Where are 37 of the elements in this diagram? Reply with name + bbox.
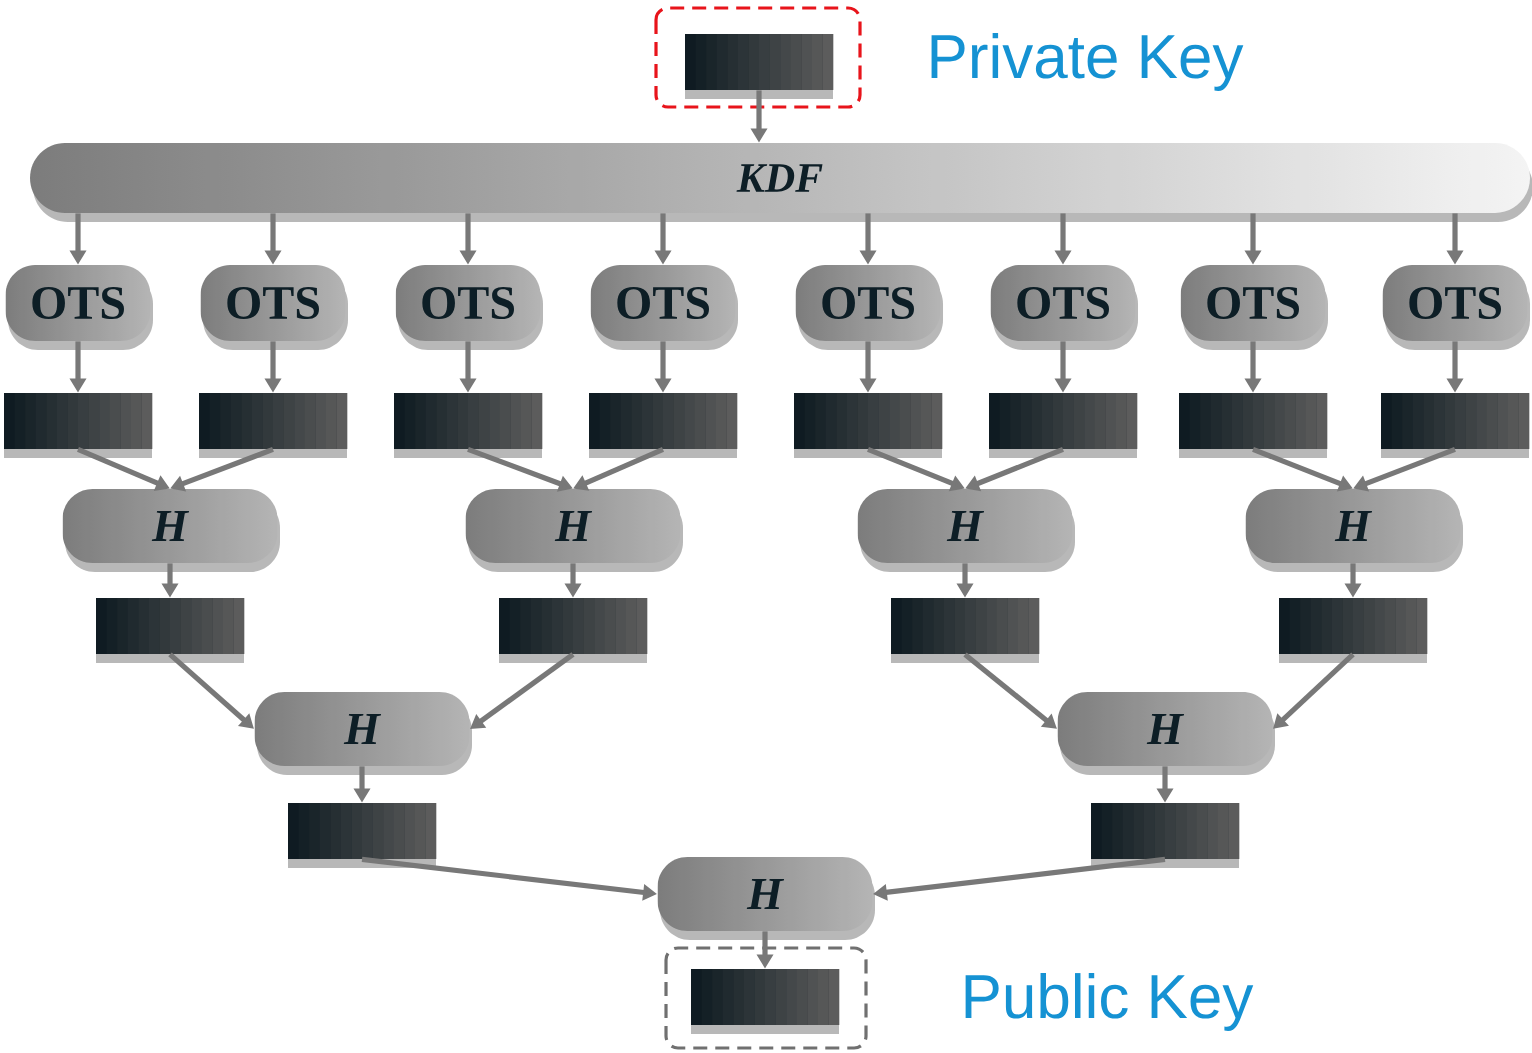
hash-box: H [254,692,472,775]
key-label: Public Key [965,973,1254,1031]
arrow [963,652,1057,729]
hash-box: H [857,489,1075,572]
key-block [794,393,943,458]
ots-box: OTS [200,265,348,350]
ots-box: OTS [5,265,153,350]
key-block [499,598,648,663]
hash-box: H [657,857,875,940]
hash-box: H [1057,692,1275,775]
arrow [168,652,254,729]
ots-box: OTS [990,265,1138,350]
key-block [394,393,543,458]
ots-box: OTS [395,265,543,350]
ots-box: OTS [1382,265,1530,350]
key-label: Private Key [931,33,1244,91]
hash-box: H [1245,489,1463,572]
key-block [1279,598,1428,663]
key-block [891,598,1040,663]
key-block [691,969,840,1034]
key-block [199,393,348,458]
key-block [989,393,1138,458]
key-block [96,598,245,663]
ots-box: OTS [590,265,738,350]
key-block [1091,803,1240,868]
hash-box: H [62,489,280,572]
hash-box: H [465,489,683,572]
band-box: KDF [30,143,1532,222]
ots-box: OTS [1180,265,1328,350]
ots-box: OTS [795,265,943,350]
key-block [1179,393,1328,458]
key-block [1381,393,1530,458]
key-block [4,393,153,458]
key-block [685,34,834,99]
arrow [1273,652,1355,729]
key-block [589,393,738,458]
key-block [288,803,437,868]
